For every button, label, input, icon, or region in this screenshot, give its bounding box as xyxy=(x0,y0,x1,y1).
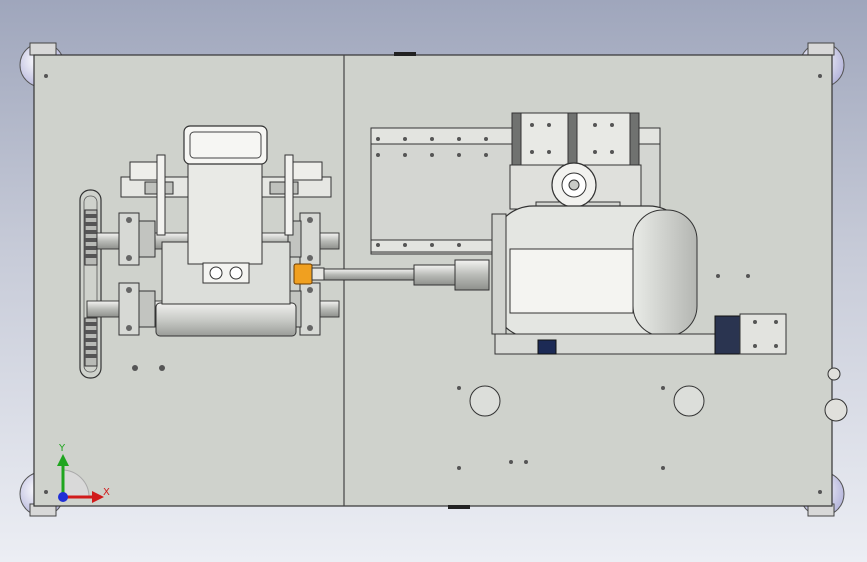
coupling-collar xyxy=(311,267,325,281)
sprocket-upper xyxy=(84,209,98,266)
drive-shaft xyxy=(323,268,417,281)
plate-tab-top xyxy=(394,52,416,56)
reducer-neck xyxy=(454,259,490,291)
mount-hole-left xyxy=(469,385,501,417)
motor-flange xyxy=(491,213,507,335)
bolt-holes xyxy=(44,74,822,494)
gearbox-body xyxy=(187,163,263,265)
gearbox-port-block xyxy=(202,262,250,284)
side-fitting-lower xyxy=(824,398,848,422)
drum-roller xyxy=(155,302,297,337)
motor-foot-right xyxy=(714,315,742,355)
side-fitting-upper xyxy=(827,367,841,381)
motor-nameplate xyxy=(509,248,634,314)
motor-end-cap xyxy=(632,209,698,337)
bearing-lower-left xyxy=(118,282,156,336)
chain-guard xyxy=(79,189,102,379)
axis-x-label: X xyxy=(103,487,110,498)
bearing-upper-left xyxy=(118,212,156,266)
sprocket-lower xyxy=(84,317,98,367)
handwheel xyxy=(551,162,597,208)
mount-hole-right xyxy=(673,385,705,417)
plate-tab-bottom xyxy=(448,505,470,509)
axis-y-label: Y xyxy=(59,443,66,454)
tensioner-plate xyxy=(739,313,787,355)
gearbox-cover xyxy=(183,125,268,165)
shaft-coupling xyxy=(293,263,313,285)
motor-foot-left xyxy=(537,339,557,355)
coordinate-triad xyxy=(57,454,104,503)
reducer-sleeve xyxy=(413,264,457,286)
gearbox-cover-inner xyxy=(189,131,262,159)
